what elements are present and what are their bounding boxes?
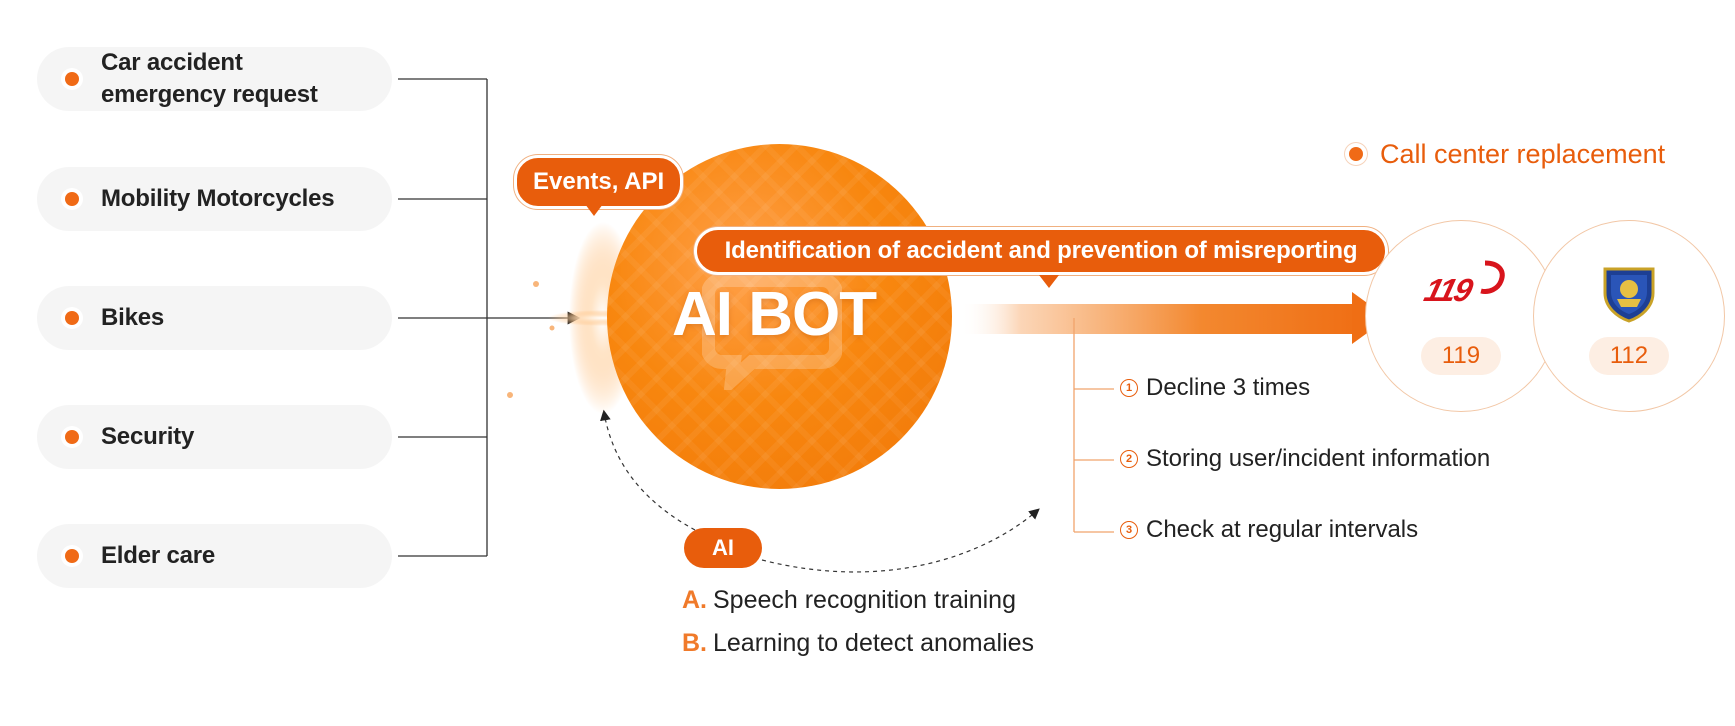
ai-item-text: Speech recognition training <box>713 586 1016 614</box>
agency-badge-119: 119 <box>1421 337 1501 375</box>
agency-badge-112: 112 <box>1589 337 1669 375</box>
fire-logo-text: 119 <box>1421 272 1477 307</box>
source-label-line2: emergency request <box>101 81 318 108</box>
police-emblem-icon <box>1603 267 1655 323</box>
step-text: Storing user/incident information <box>1146 445 1491 472</box>
source-pill-elder-care: Elder care <box>37 524 392 588</box>
bullet-dot <box>65 311 79 325</box>
step-number: 2 <box>1120 450 1138 468</box>
events-api-bubble: Events, API <box>514 155 684 209</box>
bullet-dot <box>1349 147 1363 161</box>
ai-item-letter: B. <box>682 629 707 657</box>
step-number: 1 <box>1120 379 1138 397</box>
ai-item: B.Learning to detect anomalies <box>682 627 1034 659</box>
call-center-label: Call center replacement <box>1380 139 1666 169</box>
source-label-line1: Car accident <box>101 49 243 76</box>
bullet-dot <box>65 430 79 444</box>
ai-item-text: Learning to detect anomalies <box>713 629 1035 657</box>
hub-title: AI BOT <box>672 280 877 349</box>
step-text: Check at regular intervals <box>1146 516 1419 543</box>
step-item: 1 Decline 3 times <box>1120 373 1310 403</box>
step-text: Decline 3 times <box>1146 374 1311 401</box>
source-label: Bikes <box>101 304 165 331</box>
step-item: 3 Check at regular intervals <box>1120 515 1418 545</box>
source-label: Security <box>101 423 195 450</box>
source-label: Car accident emergency request <box>101 47 318 111</box>
fire-department-logo-icon: 119 <box>1421 260 1505 308</box>
hub-arrow <box>960 292 1388 344</box>
events-bubble-tail <box>585 204 603 216</box>
step-number: 3 <box>1120 521 1138 539</box>
agency-119: 119 119 <box>1365 220 1557 412</box>
bullet-dot <box>65 72 79 86</box>
source-pill-mobility: Mobility Motorcycles <box>37 167 392 231</box>
step-item: 2 Storing user/incident information <box>1120 444 1490 474</box>
ai-tag: AI <box>684 528 762 568</box>
identification-banner-tail <box>1039 275 1059 288</box>
step-tree <box>1073 318 1114 533</box>
source-pill-bikes: Bikes <box>37 286 392 350</box>
chat-bubble-icon <box>702 273 842 390</box>
agency-112: 112 <box>1533 220 1725 412</box>
source-pill-security: Security <box>37 405 392 469</box>
bullet-dot <box>65 549 79 563</box>
bullet-dot <box>65 192 79 206</box>
ai-item: A.Speech recognition training <box>682 584 1016 616</box>
source-label: Elder care <box>101 542 216 569</box>
source-pill-car-accident: Car accident emergency request <box>37 47 392 111</box>
ai-item-letter: A. <box>682 586 707 614</box>
source-label: Mobility Motorcycles <box>101 185 335 212</box>
identification-banner: Identification of accident and preventio… <box>694 227 1388 275</box>
